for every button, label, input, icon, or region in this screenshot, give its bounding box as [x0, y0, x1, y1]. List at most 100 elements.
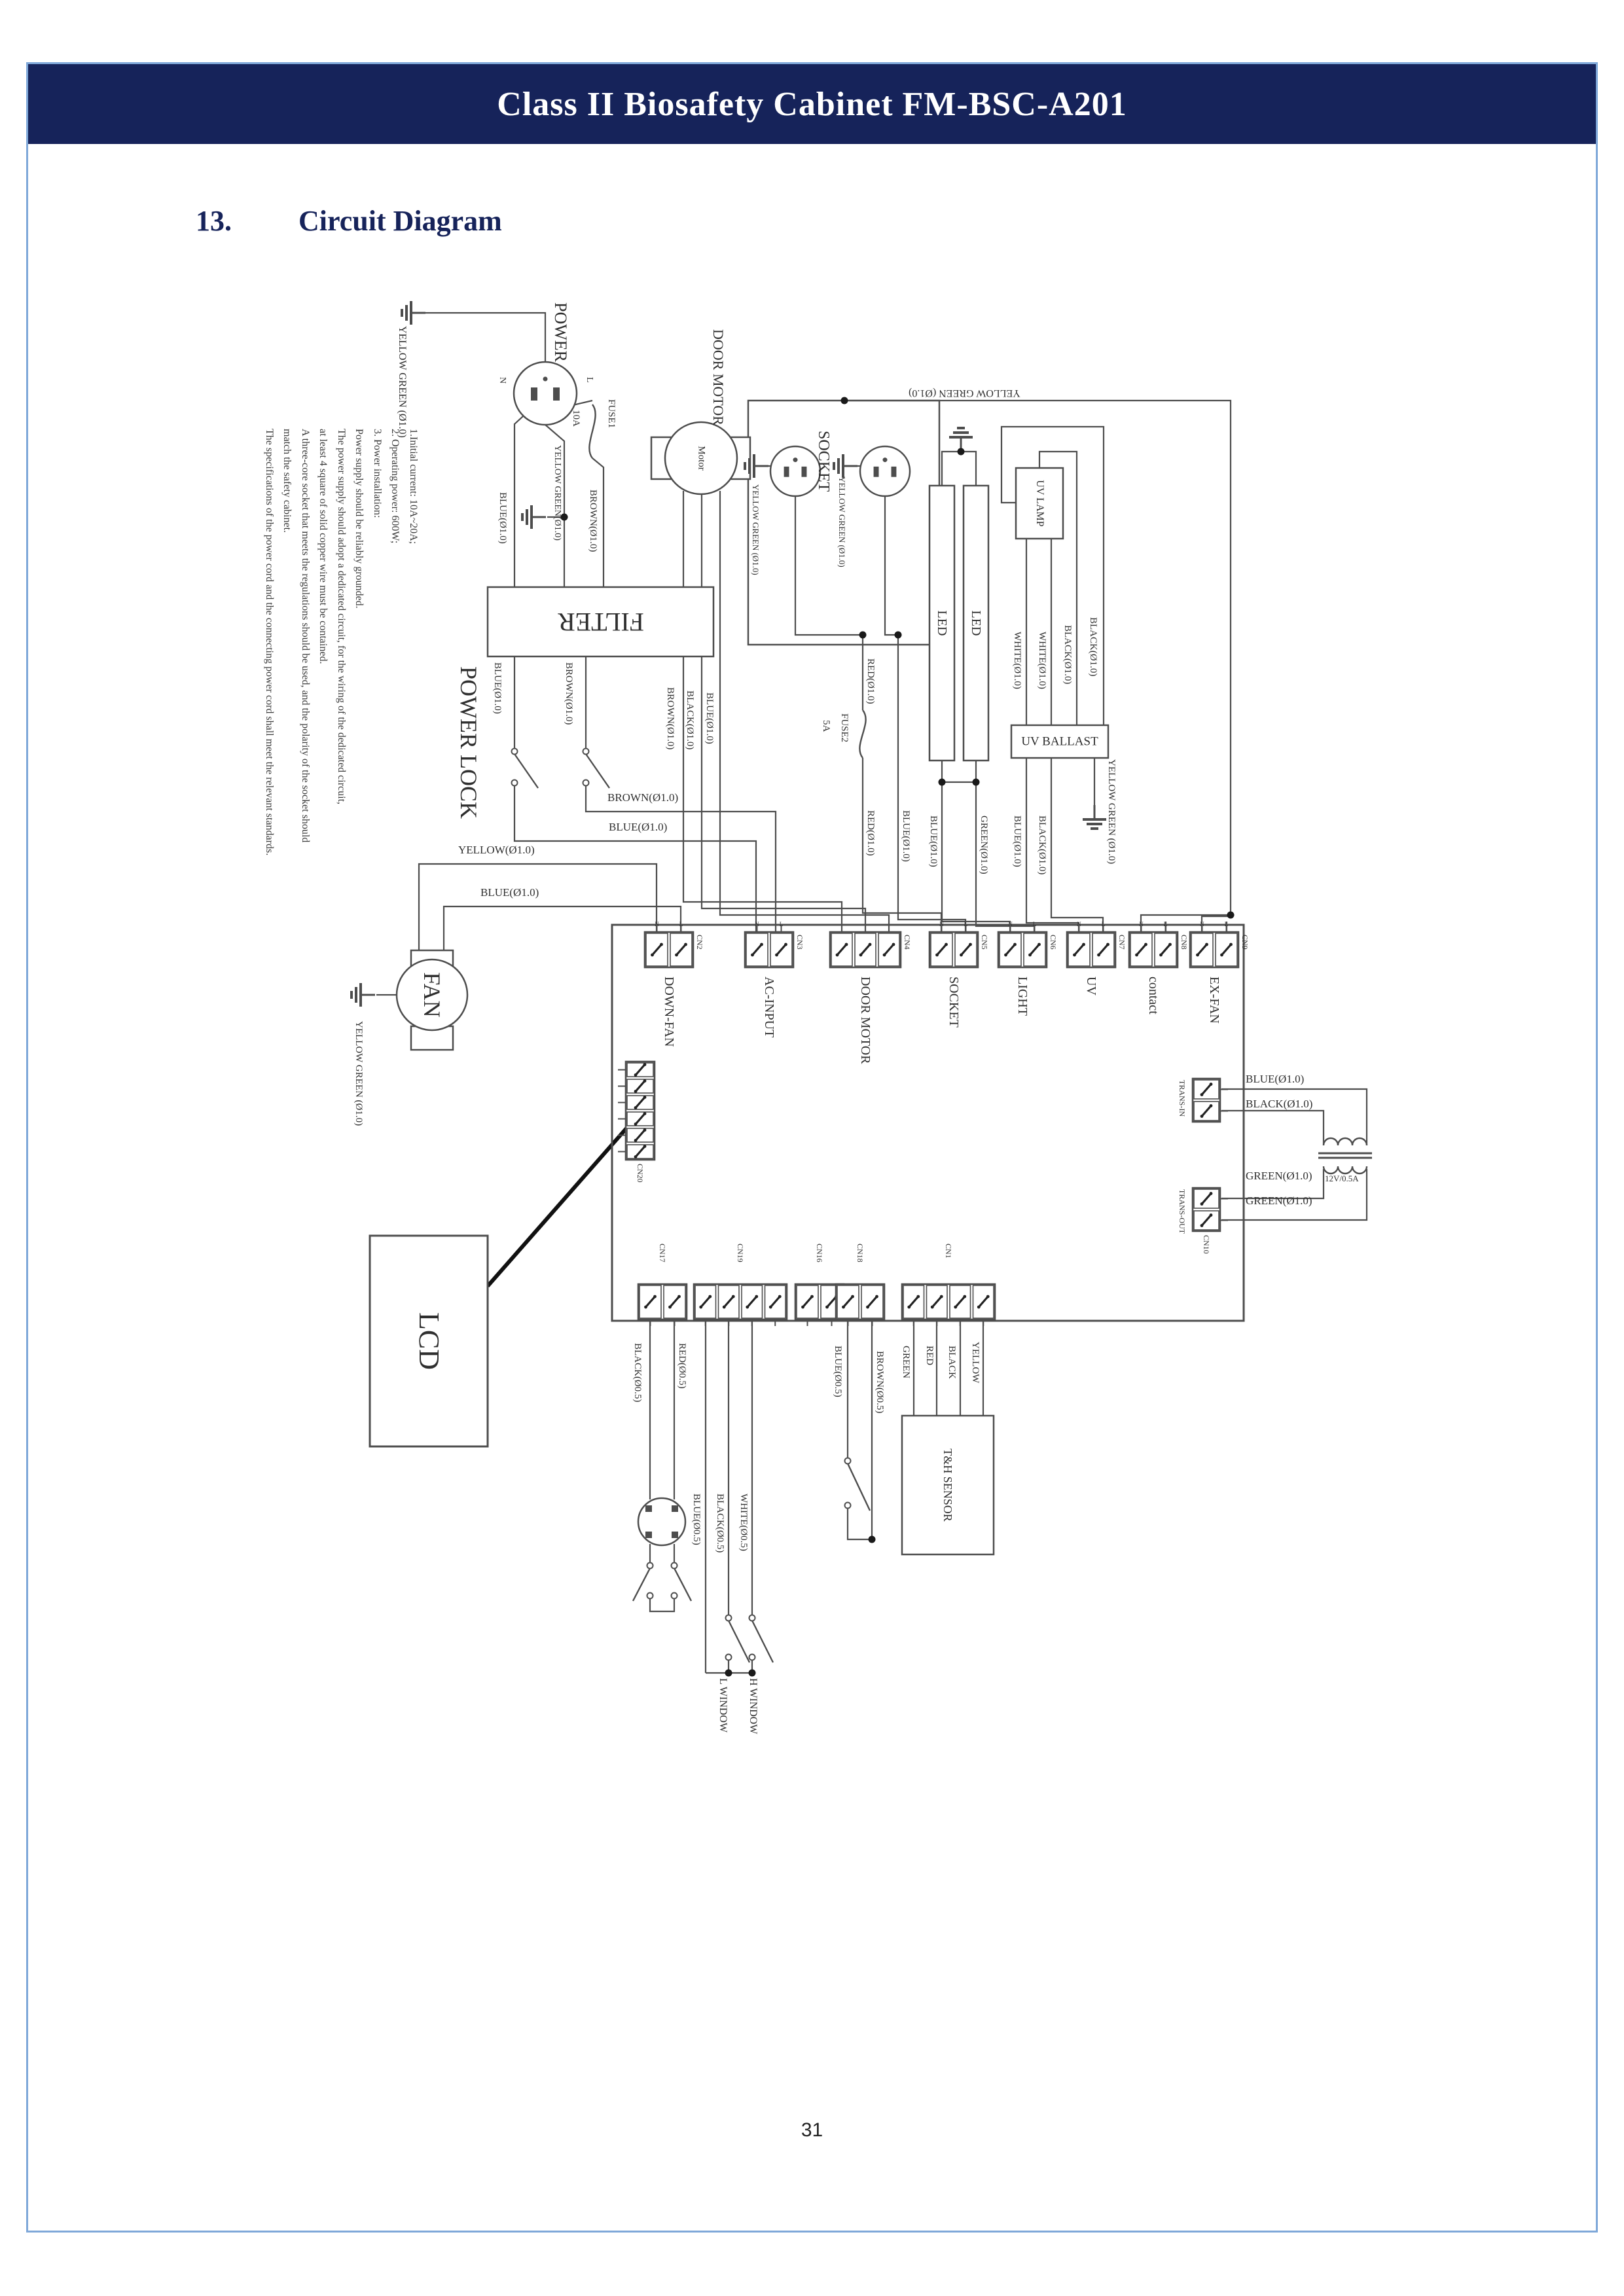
pin-label: N — [1200, 921, 1204, 927]
wire — [425, 312, 547, 362]
lcd-box — [369, 1234, 489, 1448]
fan-circle — [395, 958, 469, 1031]
pin-label: L — [679, 921, 683, 927]
wire-label: BLACK(Ø0.5) — [632, 1343, 643, 1403]
wire — [941, 450, 977, 486]
wire-label: BLUE(Ø0.5) — [833, 1346, 843, 1397]
junction-dot — [868, 1535, 876, 1543]
wire-label: SOCKET — [815, 431, 832, 492]
connector-cn17 — [637, 1283, 688, 1326]
junction-dot — [972, 778, 980, 786]
wire-label: BLUE(Ø0.5) — [691, 1494, 702, 1545]
wire — [442, 905, 682, 950]
connector-ac-input — [744, 925, 795, 969]
fuse-icon — [588, 404, 596, 459]
wire-label: BLACK(Ø1.0) — [1037, 816, 1047, 875]
cn-label: CN7 — [1117, 935, 1127, 950]
switch-icon — [632, 1562, 654, 1602]
pin-label: N — [1139, 921, 1144, 927]
pin-label: L — [779, 921, 784, 927]
wire — [1221, 1088, 1368, 1145]
wire-label: BLACK(Ø1.0) — [1088, 617, 1098, 677]
wire — [592, 457, 605, 587]
connector-name: TRANS-OUT — [1178, 1189, 1187, 1234]
wire-label: 10A — [571, 410, 581, 427]
wire-label: GREEN — [901, 1346, 911, 1378]
wire-label: RED(Ø1.0) — [865, 658, 876, 704]
fuse-icon — [859, 709, 867, 759]
pin-label: L — [1101, 921, 1106, 927]
wire — [1221, 1169, 1325, 1200]
fan-circle-label: FAN — [419, 972, 445, 1018]
wire-label: BLACK(Ø1.0) — [685, 691, 695, 750]
wire-label: YELLOW GREEN (Ø1.0) — [353, 1021, 364, 1126]
wire — [1025, 758, 1080, 932]
cn-label: CN1 — [944, 1244, 953, 1259]
wire-label: YELLOW GREEN (Ø1.0) — [909, 387, 1020, 399]
wire — [585, 783, 777, 932]
connector-trans-out — [1191, 1187, 1228, 1232]
connector-name: UV — [1084, 977, 1098, 996]
junction-dot — [859, 631, 867, 639]
filter-box — [486, 586, 715, 658]
wire — [1140, 914, 1231, 932]
wire — [513, 408, 532, 587]
ground-icon — [521, 505, 546, 529]
cn-label: CN18 — [856, 1244, 865, 1263]
note-line: 1.Initial current: 10A~20A; — [408, 429, 419, 545]
note-line: A three-core socket that meets the regul… — [299, 429, 311, 843]
switch-icon — [748, 1614, 774, 1663]
wire-label: POWER — [551, 302, 570, 362]
wire-label: FUSE1 — [606, 399, 617, 429]
wire — [513, 783, 757, 932]
connector-name: TRANS-IN — [1178, 1080, 1187, 1117]
wire — [1221, 1169, 1368, 1221]
section-number: 13. — [196, 205, 232, 237]
pin-label: N — [755, 921, 759, 927]
wire-label: YELLOW — [970, 1342, 981, 1384]
wire-label: FUSE2 — [839, 713, 850, 743]
wire-label: RED — [924, 1346, 935, 1365]
wire-label: BROWN(Ø1.0) — [665, 687, 676, 750]
page-title: Class II Biosafety Cabinet FM-BSC-A201 — [497, 85, 1127, 123]
cn-label: CN5 — [980, 935, 989, 950]
led-bar-2-label: LED — [969, 610, 983, 636]
junction-dot — [1227, 911, 1235, 919]
led-bar-2 — [962, 484, 990, 762]
connector-socket — [928, 925, 979, 969]
uv-lamp-box — [1015, 467, 1064, 540]
wire-label: BLUE(Ø1.0) — [901, 810, 911, 862]
wire-label: YELLOW GREEN (Ø1.0) — [751, 484, 761, 575]
cn-label: CN8 — [1180, 935, 1189, 950]
wire-label: GREEN(Ø1.0) — [979, 816, 989, 874]
uv-ballast-box — [1010, 724, 1110, 759]
pin-label: N — [1008, 921, 1013, 927]
th-sensor-box — [901, 1414, 995, 1556]
connector-name: DOWN-FAN — [662, 977, 676, 1047]
connector-door-motor — [829, 925, 902, 969]
junction-dot — [725, 1669, 732, 1677]
cn-label: CN6 — [1049, 935, 1058, 950]
wire-label: YELLOW GREEN (Ø1.0) — [1106, 759, 1117, 865]
wire-label: WHITE(Ø0.5) — [738, 1494, 749, 1551]
cn-label: CN4 — [903, 935, 912, 950]
wire-label: GREEN(Ø1.0) — [1246, 1194, 1312, 1207]
page-border — [26, 62, 1598, 2233]
wire-label: BLUE(Ø1.0) — [1246, 1073, 1305, 1085]
wire-label: 5A — [821, 720, 831, 732]
wire — [418, 863, 658, 950]
cn-label: CN2 — [695, 935, 704, 950]
connector-ex-fan — [1189, 925, 1240, 969]
led-bar-1 — [928, 484, 956, 762]
connector-name: LIGHT — [1015, 977, 1030, 1016]
switch-icon — [725, 1614, 751, 1663]
wire-label: H WINDOW — [748, 1678, 759, 1734]
connector-cn18 — [835, 1283, 886, 1326]
connector-name: SOCKET — [947, 977, 961, 1028]
wire-label: DOOR MOTOR — [710, 329, 727, 425]
wire-label: BROWN(Ø1.0) — [588, 490, 598, 552]
connector-cn20 — [618, 1060, 656, 1161]
wire-label: BLUE(Ø1.0) — [928, 816, 939, 867]
